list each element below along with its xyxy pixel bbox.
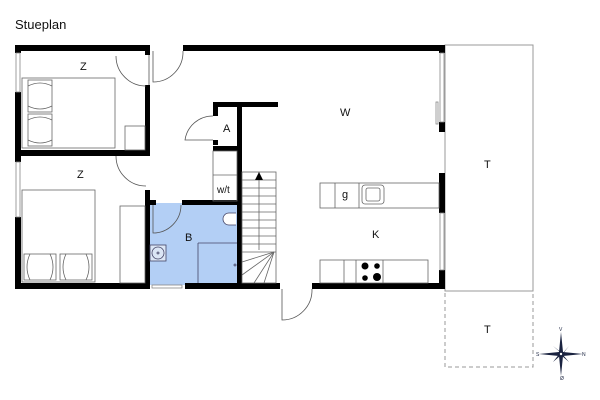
windows (15, 52, 445, 289)
room-label-living: W (340, 107, 351, 119)
bathroom-fixtures (149, 212, 237, 283)
room-label-terrace-2: T (484, 324, 491, 336)
room-label-storage: A (223, 123, 231, 135)
walls (15, 45, 445, 289)
stairs (212, 150, 277, 284)
plan-title: Stueplan (15, 17, 67, 32)
compass-label-north: N (582, 352, 586, 358)
room-label-terrace-1: T (484, 159, 491, 171)
compass-label-south: S (536, 352, 540, 358)
stairs-up-arrow-icon (255, 172, 263, 180)
room-label-bedroom-2: Z (77, 169, 84, 181)
compass-rose-icon (539, 332, 583, 376)
room-label-bathroom: B (185, 232, 192, 244)
compass-label-west: V (559, 327, 563, 333)
compass-label-east: Ø (560, 376, 564, 382)
bed-1 (21, 77, 146, 151)
room-label-wc: w/t (216, 185, 230, 196)
label-kitchen-appliance: g (342, 189, 348, 201)
doors (115, 50, 313, 321)
kitchen-counters (319, 182, 440, 284)
room-label-kitchen: K (372, 229, 380, 241)
stove-burners-icon (361, 262, 381, 281)
room-label-bedroom-1: Z (80, 61, 87, 73)
terrace-lower (444, 290, 534, 368)
bed-2 (21, 189, 146, 284)
